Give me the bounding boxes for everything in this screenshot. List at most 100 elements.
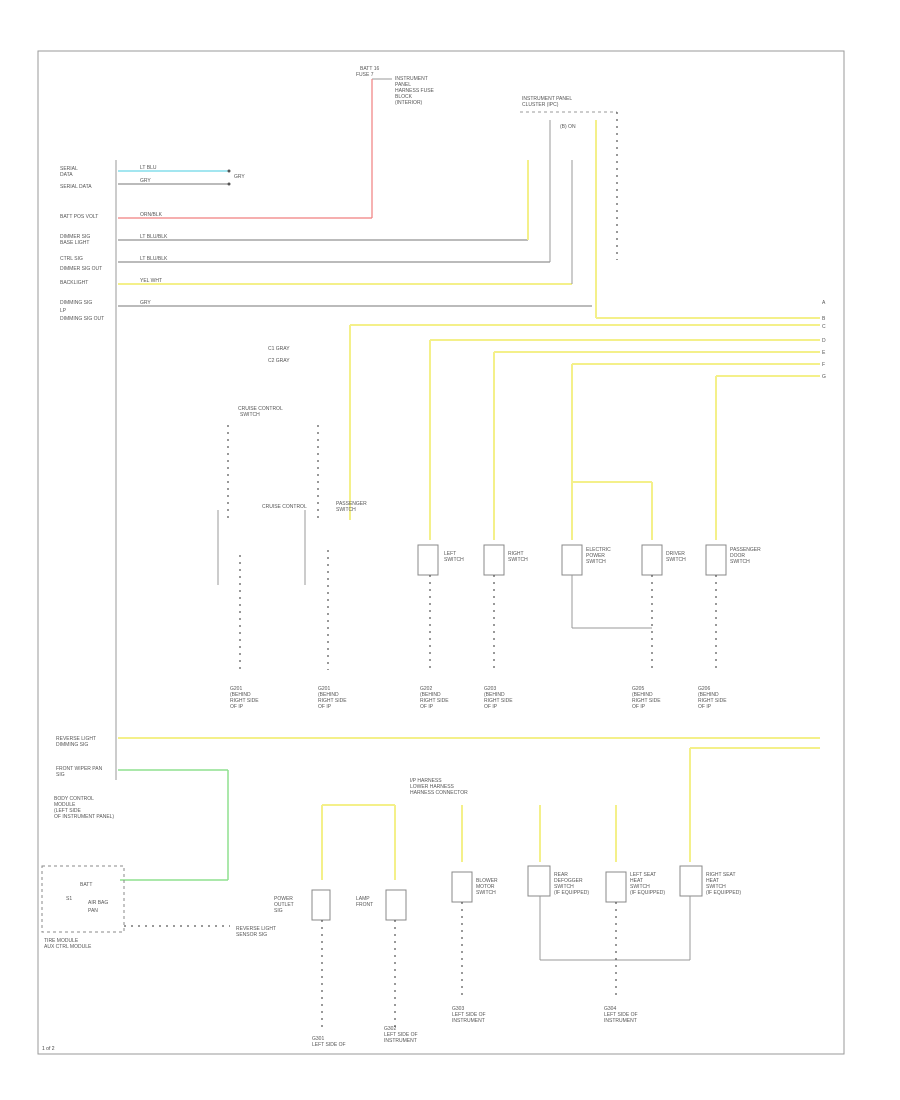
svg-text:LT BLU: LT BLU [140,165,157,171]
svg-text:POWER: POWER [586,553,605,559]
svg-text:G303: G303 [452,1006,464,1012]
switch-drops [349,325,717,540]
svg-text:AIR BAG: AIR BAG [88,900,108,906]
svg-text:DIMMING SIG: DIMMING SIG [56,742,88,748]
svg-text:(INTERIOR): (INTERIOR) [395,100,423,106]
svg-text:DOOR: DOOR [730,553,745,559]
svg-text:G201: G201 [318,686,330,692]
svg-text:LEFT SIDE OF: LEFT SIDE OF [604,1012,638,1018]
svg-text:RIGHT SIDE: RIGHT SIDE [230,698,259,704]
svg-text:SWITCH: SWITCH [666,557,686,563]
svg-text:E: E [822,350,826,356]
fuse-note: INSTRUMENT [395,76,428,82]
power-outlet [311,889,331,921]
svg-text:DIMMER SIG: DIMMER SIG [60,234,90,240]
svg-text:C1 GRAY: C1 GRAY [268,346,290,352]
svg-text:LEFT SEAT: LEFT SEAT [630,872,656,878]
cruise-switch: CRUISE CONTROL SWITCH CRUISE CONTROL PAS… [217,406,367,670]
svg-text:SWITCH: SWITCH [336,507,356,513]
svg-text:INSTRUMENT: INSTRUMENT [384,1038,417,1044]
svg-text:G302: G302 [384,1026,396,1032]
svg-text:REAR: REAR [554,872,568,878]
svg-text:(BEHIND: (BEHIND [484,692,505,698]
svg-text:S1: S1 [66,896,72,902]
svg-text:AUX CTRL MODULE: AUX CTRL MODULE [44,944,92,950]
svg-text:SWITCH: SWITCH [630,884,650,890]
svg-text:ELECTRIC: ELECTRIC [586,547,611,553]
svg-text:PASSENGER: PASSENGER [730,547,761,553]
svg-text:LEFT SIDE OF: LEFT SIDE OF [312,1042,346,1048]
right-bus: A B C D E F G [350,300,826,380]
svg-text:BODY CONTROL: BODY CONTROL [54,796,94,802]
svg-text:G304: G304 [604,1006,616,1012]
left-seat-heat-switch [605,871,627,903]
svg-text:GRY: GRY [140,178,151,184]
svg-text:(IF EQUIPPED): (IF EQUIPPED) [630,890,665,896]
svg-text:SWITCH: SWITCH [706,884,726,890]
svg-text:SWITCH: SWITCH [240,412,260,418]
svg-text:FRONT WIPER PAN: FRONT WIPER PAN [56,766,103,772]
svg-text:RIGHT: RIGHT [508,551,524,557]
svg-text:A: A [822,300,826,306]
svg-text:LP: LP [60,308,67,314]
svg-text:D: D [822,338,826,344]
svg-text:LT BLU/BLK: LT BLU/BLK [140,256,168,262]
svg-text:SWITCH: SWITCH [586,559,606,565]
fuse-feed: BATT 16 FUSE 7 INSTRUMENT PANEL HARNESS … [356,66,435,218]
svg-text:OUTLET: OUTLET [274,902,294,908]
svg-text:SIG: SIG [274,908,283,914]
svg-text:DIMMER SIG OUT: DIMMER SIG OUT [60,266,102,272]
svg-text:(LEFT SIDE: (LEFT SIDE [54,808,82,814]
svg-text:RIGHT SIDE: RIGHT SIDE [484,698,513,704]
svg-text:G203: G203 [484,686,496,692]
svg-text:HEAT: HEAT [706,878,719,884]
svg-text:RIGHT SEAT: RIGHT SEAT [706,872,736,878]
svg-text:I/P HARNESS: I/P HARNESS [410,778,442,784]
switch-passenger-door [705,544,727,576]
svg-text:HARNESS CONNECTOR: HARNESS CONNECTOR [410,790,468,796]
svg-text:(IF EQUIPPED): (IF EQUIPPED) [706,890,741,896]
lamp-front [385,889,407,921]
svg-text:F: F [822,362,825,368]
fuse-label: BATT 16 [360,66,379,72]
svg-text:DRIVER: DRIVER [666,551,685,557]
svg-text:LEFT: LEFT [444,551,456,557]
svg-text:FRONT: FRONT [356,902,373,908]
svg-text:POWER: POWER [274,896,293,902]
svg-text:PASSENGER: PASSENGER [336,501,367,507]
svg-text:OF IP: OF IP [318,704,332,710]
svg-text:(BEHIND: (BEHIND [632,692,653,698]
svg-text:G201: G201 [230,686,242,692]
svg-text:ORN/BLK: ORN/BLK [140,212,163,218]
svg-text:SWITCH: SWITCH [554,884,574,890]
svg-text:C2 GRAY: C2 GRAY [268,358,290,364]
svg-text:G301: G301 [312,1036,324,1042]
svg-text:SENSOR SIG: SENSOR SIG [236,932,267,938]
fuse-label-2: FUSE 7 [356,72,374,78]
svg-text:BATT: BATT [80,882,92,888]
svg-text:OF IP: OF IP [632,704,646,710]
svg-text:GRY: GRY [234,174,245,180]
svg-text:(BEHIND: (BEHIND [420,692,441,698]
diagram-frame [37,50,845,1055]
svg-text:HARNESS FUSE: HARNESS FUSE [395,88,435,94]
svg-text:SWITCH: SWITCH [476,890,496,896]
ipc-block: INSTRUMENT PANEL CLUSTER (IPC) (B) ON [520,96,618,318]
svg-text:DIMMING SIG: DIMMING SIG [60,300,92,306]
svg-text:(BEHIND: (BEHIND [230,692,251,698]
module-wires: LT BLU GRY GRY ORN/BLK LT BLU/BLK LT BLU… [118,160,592,307]
svg-text:LAMP: LAMP [356,896,370,902]
svg-text:LT BLU/BLK: LT BLU/BLK [140,234,168,240]
switch-components: LEFT SWITCH RIGHT SWITCH ELECTRIC POWER … [417,544,761,670]
svg-text:YEL WHT: YEL WHT [140,278,162,284]
svg-text:(IF EQUIPPED): (IF EQUIPPED) [554,890,589,896]
svg-text:SIG: SIG [56,772,65,778]
svg-text:LOWER HARNESS: LOWER HARNESS [410,784,455,790]
svg-text:BATT POS VOLT: BATT POS VOLT [60,214,98,220]
svg-text:G205: G205 [632,686,644,692]
svg-text:SERIAL: SERIAL [60,166,78,172]
svg-text:LEFT SIDE OF: LEFT SIDE OF [384,1032,418,1038]
svg-text:BASE LIGHT: BASE LIGHT [60,240,89,246]
svg-text:OF IP: OF IP [420,704,434,710]
